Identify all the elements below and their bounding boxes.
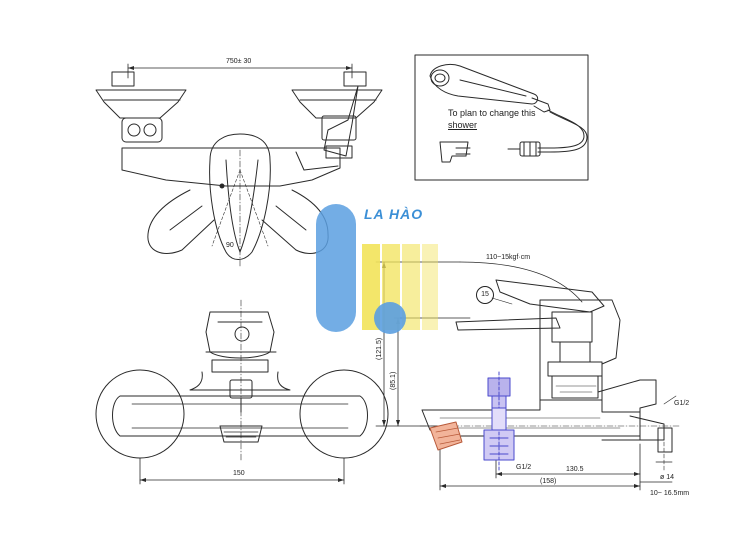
dim-length-158: (158) — [540, 478, 557, 485]
inset-note-line2: shower — [448, 120, 478, 130]
dim-height-85: (85.1) — [390, 371, 397, 390]
dim-inlet-g: G1/2 — [516, 464, 532, 471]
callout-number: 15 — [476, 286, 494, 304]
dim-front-width: 150 — [233, 470, 245, 477]
inset-note-line1: To plan to change this — [448, 108, 536, 118]
diverter-highlight — [483, 371, 515, 471]
brand-logo — [316, 204, 438, 334]
dim-top-angle: 90 — [226, 242, 234, 249]
dim-dia-14: ø 14 — [660, 474, 675, 481]
dim-range: 10~ 16.5mm — [650, 490, 690, 497]
dim-outlet-g: G1/2 — [674, 400, 690, 407]
top-view — [95, 63, 383, 269]
dim-top-width: 750± 30 — [226, 58, 252, 65]
side-view — [375, 261, 681, 491]
outlet-highlight — [429, 421, 463, 451]
brand-name: LA HÀO — [364, 206, 424, 222]
inset-box — [414, 54, 589, 181]
front-view — [95, 299, 389, 485]
dim-height-121: (121.5) — [376, 337, 383, 360]
dim-torque: 110~15kgf·cm — [486, 254, 531, 261]
dim-length-130: 130.5 — [566, 466, 584, 473]
